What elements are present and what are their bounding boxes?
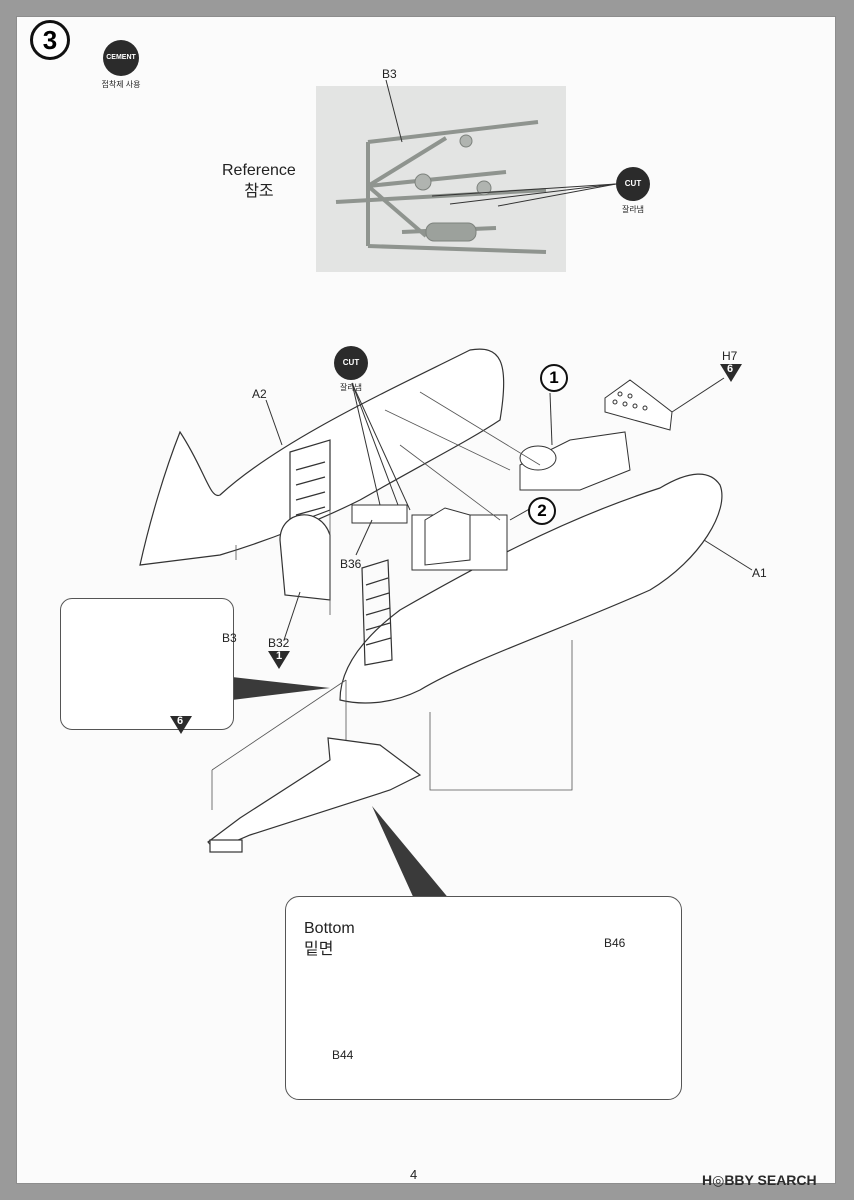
cement-korean-label: 접착제 사용: [101, 80, 141, 89]
callout-1: 1: [540, 364, 568, 392]
cut-icon: CUT: [616, 167, 650, 201]
part-label-b46: B46: [604, 936, 626, 950]
reference-title: Reference 참조: [222, 160, 296, 202]
h7-step-ref-number: 6: [727, 363, 734, 375]
step-number: 3: [30, 20, 70, 60]
detail-inset: [60, 598, 234, 730]
part-label-h7: H7: [722, 349, 738, 363]
bottom-title-ko: 밑면: [304, 941, 334, 958]
b32-step-ref-icon: [268, 651, 290, 669]
reference-part-photo: [335, 120, 547, 254]
bottom-title-en: Bottom: [304, 920, 355, 937]
part-label-b44: B44: [332, 1048, 354, 1062]
main-cut-icon: CUT: [334, 346, 368, 380]
detail-step-ref-number: 6: [177, 715, 184, 727]
reference-part-label: B3: [382, 67, 397, 81]
reference-title-ko: 참조: [244, 183, 274, 200]
reference-photo: [316, 86, 566, 272]
cut-korean-label: 잘라냄: [621, 205, 645, 214]
detail-part-label-b3: B3: [222, 631, 237, 645]
bottom-title: Bottom 밑면: [304, 918, 355, 960]
cement-icon: CEMENT: [103, 40, 139, 76]
part-label-a2: A2: [252, 387, 267, 401]
detail-step-ref-icon: [170, 716, 192, 734]
callout-2: 2: [528, 497, 556, 525]
reference-title-en: Reference: [222, 162, 296, 179]
b32-step-ref-number: 1: [276, 650, 283, 662]
page-number: 4: [410, 1167, 418, 1182]
bottom-view-inset: [285, 896, 682, 1100]
part-label-b32: B32: [268, 636, 290, 650]
main-cut-korean-label: 잘라냄: [339, 383, 363, 392]
part-label-a1: A1: [752, 566, 767, 580]
watermark-logo: H◎BBY SEARCH: [702, 1172, 817, 1188]
h7-step-ref-icon: [720, 364, 742, 382]
part-label-b36: B36: [340, 557, 362, 571]
